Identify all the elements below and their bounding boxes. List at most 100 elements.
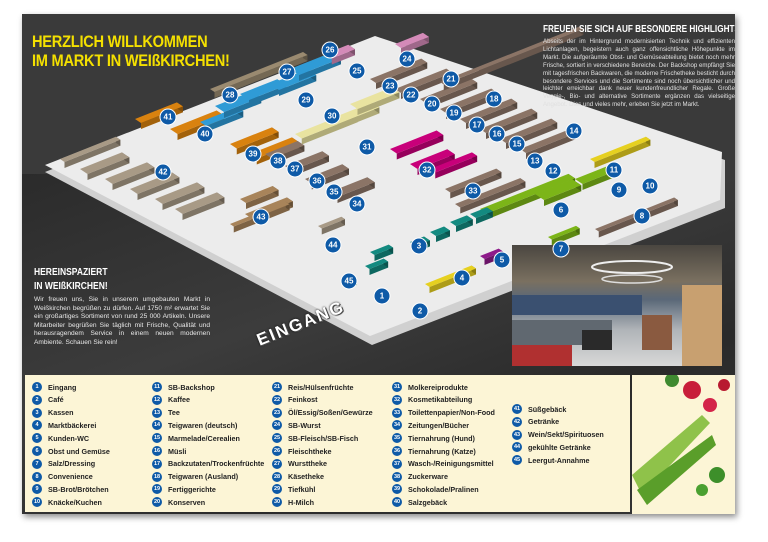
map-marker-14[interactable]: 14	[565, 122, 583, 140]
map-marker-35[interactable]: 35	[325, 183, 343, 201]
shelf	[210, 52, 308, 92]
map-marker-4[interactable]: 4	[453, 269, 471, 287]
legend-label: Wasch-/Reinigungsmittel	[408, 459, 494, 469]
legend-number-badge: 26	[272, 446, 282, 456]
map-marker-42[interactable]: 42	[154, 163, 172, 181]
map-marker-15[interactable]: 15	[508, 135, 526, 153]
map-marker-11[interactable]: 11	[605, 161, 623, 179]
map-marker-13[interactable]: 13	[526, 152, 544, 170]
legend-number-badge: 30	[272, 497, 282, 508]
shelf	[430, 152, 478, 173]
legend-label: SB-Brot/Brötchen	[48, 484, 109, 494]
map-marker-21[interactable]: 21	[442, 70, 460, 88]
map-marker-40[interactable]: 40	[196, 125, 214, 143]
legend-number-badge: 1	[32, 382, 42, 392]
shelf-side	[321, 219, 345, 235]
map-marker-8[interactable]: 8	[633, 207, 651, 225]
legend-number-badge: 41	[512, 404, 522, 414]
shelf	[455, 178, 526, 208]
legend-label: Fleischtheke	[288, 446, 332, 456]
shelf-side	[460, 181, 526, 214]
map-marker-32[interactable]: 32	[418, 161, 436, 179]
title-line-1: HERZLICH WILLKOMMEN	[32, 32, 208, 51]
legend-label: SB-Wurst	[288, 420, 321, 430]
legend-label: Reis/Hülsenfrüchte	[288, 382, 354, 392]
map-marker-43[interactable]: 43	[252, 208, 270, 226]
shelf-side	[544, 185, 582, 206]
map-marker-31[interactable]: 31	[358, 138, 376, 156]
map-marker-24[interactable]: 24	[398, 50, 416, 68]
map-marker-1[interactable]: 1	[373, 287, 391, 305]
map-marker-25[interactable]: 25	[348, 62, 366, 80]
legend-number-badge: 40	[392, 497, 402, 508]
legend-label: Backzutaten/Trockenfrüchte	[168, 459, 265, 469]
legend-label: H-Milch	[288, 497, 314, 507]
map-marker-18[interactable]: 18	[485, 90, 503, 108]
legend-number-badge: 22	[272, 394, 282, 405]
map-marker-44[interactable]: 44	[324, 236, 342, 254]
map-marker-45[interactable]: 45	[340, 272, 358, 290]
map-marker-38[interactable]: 38	[269, 152, 287, 170]
map-marker-26[interactable]: 26	[321, 41, 339, 59]
map-marker-27[interactable]: 27	[278, 63, 296, 81]
highlights-heading: FREUEN SIE SICH AUF BESONDERE HIGHLIGHTS	[543, 24, 735, 35]
shelf-side	[435, 155, 478, 179]
map-marker-39[interactable]: 39	[244, 145, 262, 163]
map-marker-20[interactable]: 20	[423, 95, 441, 113]
map-marker-9[interactable]: 9	[610, 181, 628, 199]
intro-heading-line-1: HEREINSPAZIERT	[34, 267, 108, 278]
map-marker-33[interactable]: 33	[464, 182, 482, 200]
map-marker-17[interactable]: 17	[468, 116, 486, 134]
map-marker-7[interactable]: 7	[552, 240, 570, 258]
map-marker-34[interactable]: 34	[348, 195, 366, 213]
legend-label: Tiernahrung (Katze)	[408, 446, 476, 456]
legend-number-badge: 11	[152, 382, 162, 392]
legend-label: Feinkost	[288, 395, 318, 405]
legend-number-badge: 19	[152, 484, 162, 495]
legend-number-badge: 4	[32, 420, 42, 431]
shelf	[450, 215, 473, 226]
legend-label: Zuckerware	[408, 472, 448, 482]
map-marker-23[interactable]: 23	[381, 77, 399, 95]
shelf-side	[249, 85, 287, 106]
map-marker-37[interactable]: 37	[286, 160, 304, 178]
shelf	[365, 258, 389, 269]
map-marker-36[interactable]: 36	[308, 172, 326, 190]
legend-number-badge: 7	[32, 458, 42, 469]
legend-number-badge: 28	[272, 471, 282, 482]
map-marker-12[interactable]: 12	[544, 162, 562, 180]
map-marker-41[interactable]: 41	[159, 108, 177, 126]
legend-number-badge: 31	[392, 382, 402, 392]
legend-number-badge: 6	[32, 446, 42, 456]
map-marker-28[interactable]: 28	[221, 86, 239, 104]
legend-number-badge: 34	[392, 420, 402, 431]
store-map-flyer: HERZLICH WILLKOMMEN IM MARKT IN WEIßKIRC…	[22, 14, 735, 514]
legend-number-badge: 17	[152, 458, 162, 469]
shelf	[480, 173, 576, 214]
legend-label: Eingang	[48, 382, 77, 392]
shelf-side	[87, 157, 130, 180]
map-marker-5[interactable]: 5	[493, 251, 511, 269]
map-marker-3[interactable]: 3	[410, 237, 428, 255]
map-marker-2[interactable]: 2	[411, 302, 429, 320]
map-marker-10[interactable]: 10	[641, 177, 659, 195]
map-marker-6[interactable]: 6	[552, 201, 570, 219]
map-marker-22[interactable]: 22	[402, 86, 420, 104]
shelf	[590, 136, 651, 162]
legend-number-badge: 43	[512, 429, 522, 440]
map-marker-29[interactable]: 29	[297, 91, 315, 109]
map-marker-19[interactable]: 19	[445, 104, 463, 122]
map-marker-30[interactable]: 30	[323, 107, 341, 125]
map-marker-16[interactable]: 16	[488, 125, 506, 143]
